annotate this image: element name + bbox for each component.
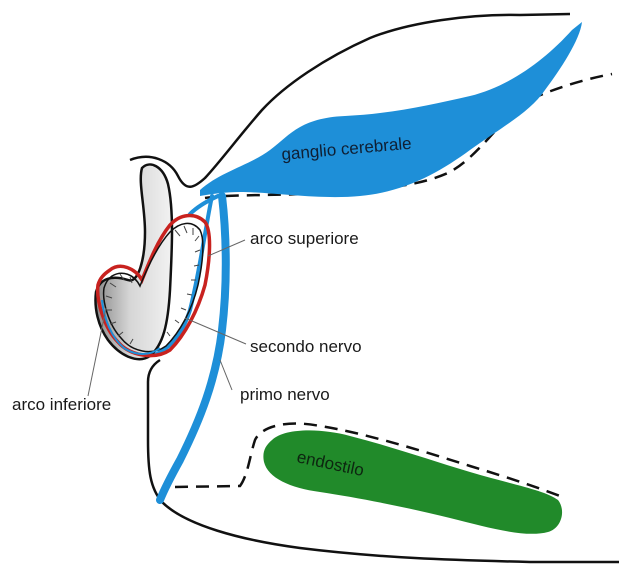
leader-arco-inferiore (88, 308, 106, 396)
label-primo-nervo: primo nervo (240, 385, 330, 404)
nerve-branch-upper (190, 196, 218, 214)
label-arco-inferiore: arco inferiore (12, 395, 111, 414)
label-secondo-nervo: secondo nervo (250, 337, 362, 356)
ganglion-shape (200, 22, 582, 197)
leader-secondo-nervo (185, 318, 246, 344)
label-arco-superiore: arco superiore (250, 229, 359, 248)
leader-primo-nervo (220, 360, 232, 390)
